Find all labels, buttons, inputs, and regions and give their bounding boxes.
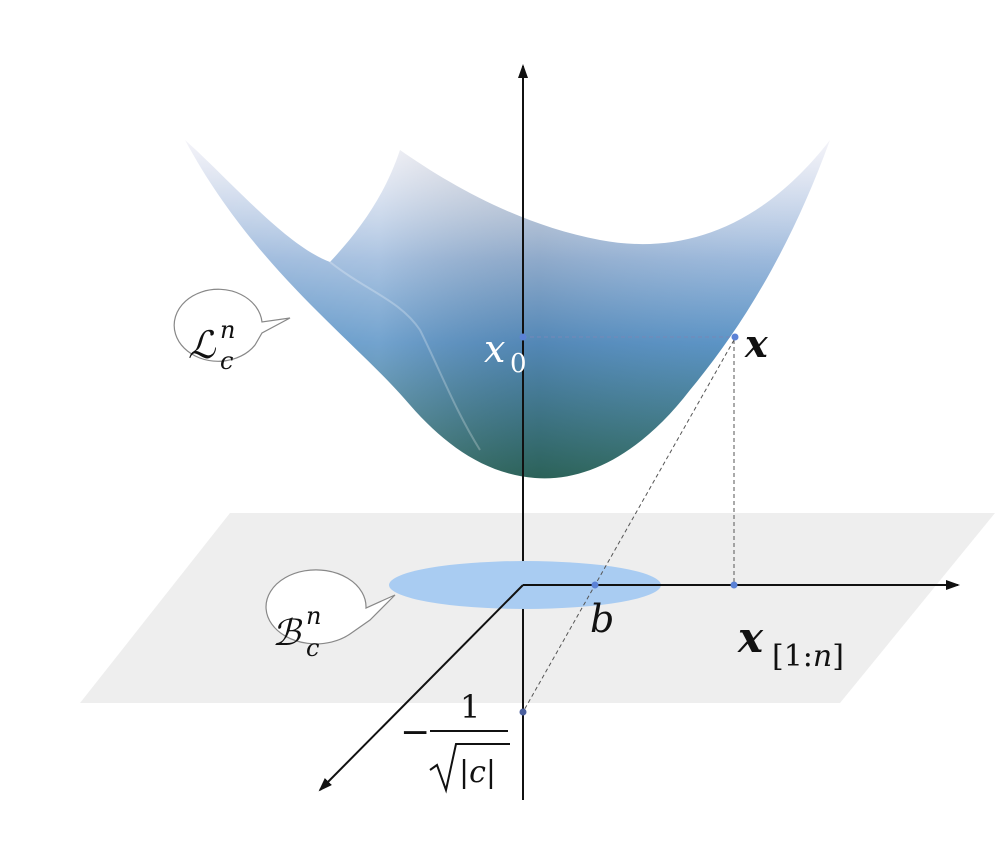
minus-sign: − [400,712,430,753]
x0-subscript: 0 [510,349,527,379]
point-x0 [519,333,527,341]
hyperboloid-superscript: n [220,316,235,344]
hyperboloid-subscript: c [220,347,233,375]
x0-base: x [484,327,505,371]
x0-label: x 0 [484,327,527,379]
x-proj-subscript: [1:n] [772,639,844,674]
x-label: x [744,321,769,366]
sqrt-radicand: |c| [459,755,496,790]
stereographic-line-dashed [522,339,735,713]
hyperboloid-surface [185,140,830,479]
fraction-numerator: 1 [460,688,480,726]
hyperboloid-symbol: ℒ [188,323,217,367]
point-b [591,581,599,589]
ball-label-bubble: ℬ n c [265,569,396,662]
b-label: b [590,597,614,641]
point-x-proj [730,581,738,589]
ball-symbol: ℬ [272,613,303,654]
x-proj-label: x [1:n] [737,613,844,674]
point-x [731,333,739,341]
point-neg-inv-sqrt-c [519,708,527,716]
ball-subscript: c [306,634,319,662]
ball-superscript: n [306,602,321,630]
depth-axis [318,584,524,792]
x-proj-base: x [737,613,764,662]
sqrt-sign [429,743,510,794]
hyperboloid-label-bubble: ℒ n c [173,288,291,375]
neg-inv-sqrt-c-label: − 1 |c| [400,688,510,794]
